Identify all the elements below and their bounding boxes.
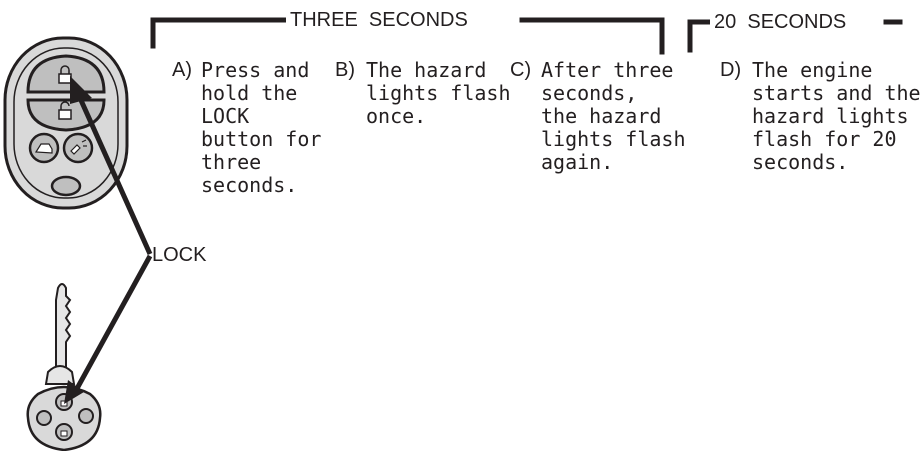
step-d-text: The engine starts and the hazard lights … <box>752 58 921 174</box>
three-seconds-label: THREE SECONDS <box>286 9 472 31</box>
fob-trunk-button[interactable] <box>28 132 60 164</box>
remote-fob <box>3 36 129 210</box>
three-seconds-bracket <box>150 17 665 55</box>
fob-small-button[interactable] <box>50 175 82 197</box>
step-b-text: The hazard lights flash once. <box>366 58 511 128</box>
twenty-seconds-label: 20 SECONDS <box>710 11 851 33</box>
fob-lock-button[interactable] <box>26 54 106 94</box>
horn-icon <box>70 139 87 155</box>
key-trunk-button[interactable] <box>36 410 52 426</box>
lock-callout-lines <box>64 76 153 404</box>
step-d-letter: D) <box>720 59 742 81</box>
key-panic-button[interactable] <box>78 408 94 424</box>
lock-callout-label: LOCK <box>152 244 207 266</box>
unlock-icon <box>60 430 68 437</box>
twenty-seconds-bracket <box>687 19 903 53</box>
unlock-icon <box>58 101 72 120</box>
trunk-icon <box>34 143 53 154</box>
step-a-text: Press and hold the LOCK button for three… <box>201 58 322 197</box>
step-c-text: After three seconds, the hazard lights f… <box>541 58 686 174</box>
step-a-letter: A) <box>172 59 192 81</box>
key-with-remote <box>26 283 102 451</box>
step-c-letter: C) <box>510 59 532 81</box>
key-blade <box>44 283 76 385</box>
lock-icon <box>60 400 68 407</box>
fob-panic-button[interactable] <box>62 132 94 164</box>
step-b-letter: B) <box>335 59 355 81</box>
